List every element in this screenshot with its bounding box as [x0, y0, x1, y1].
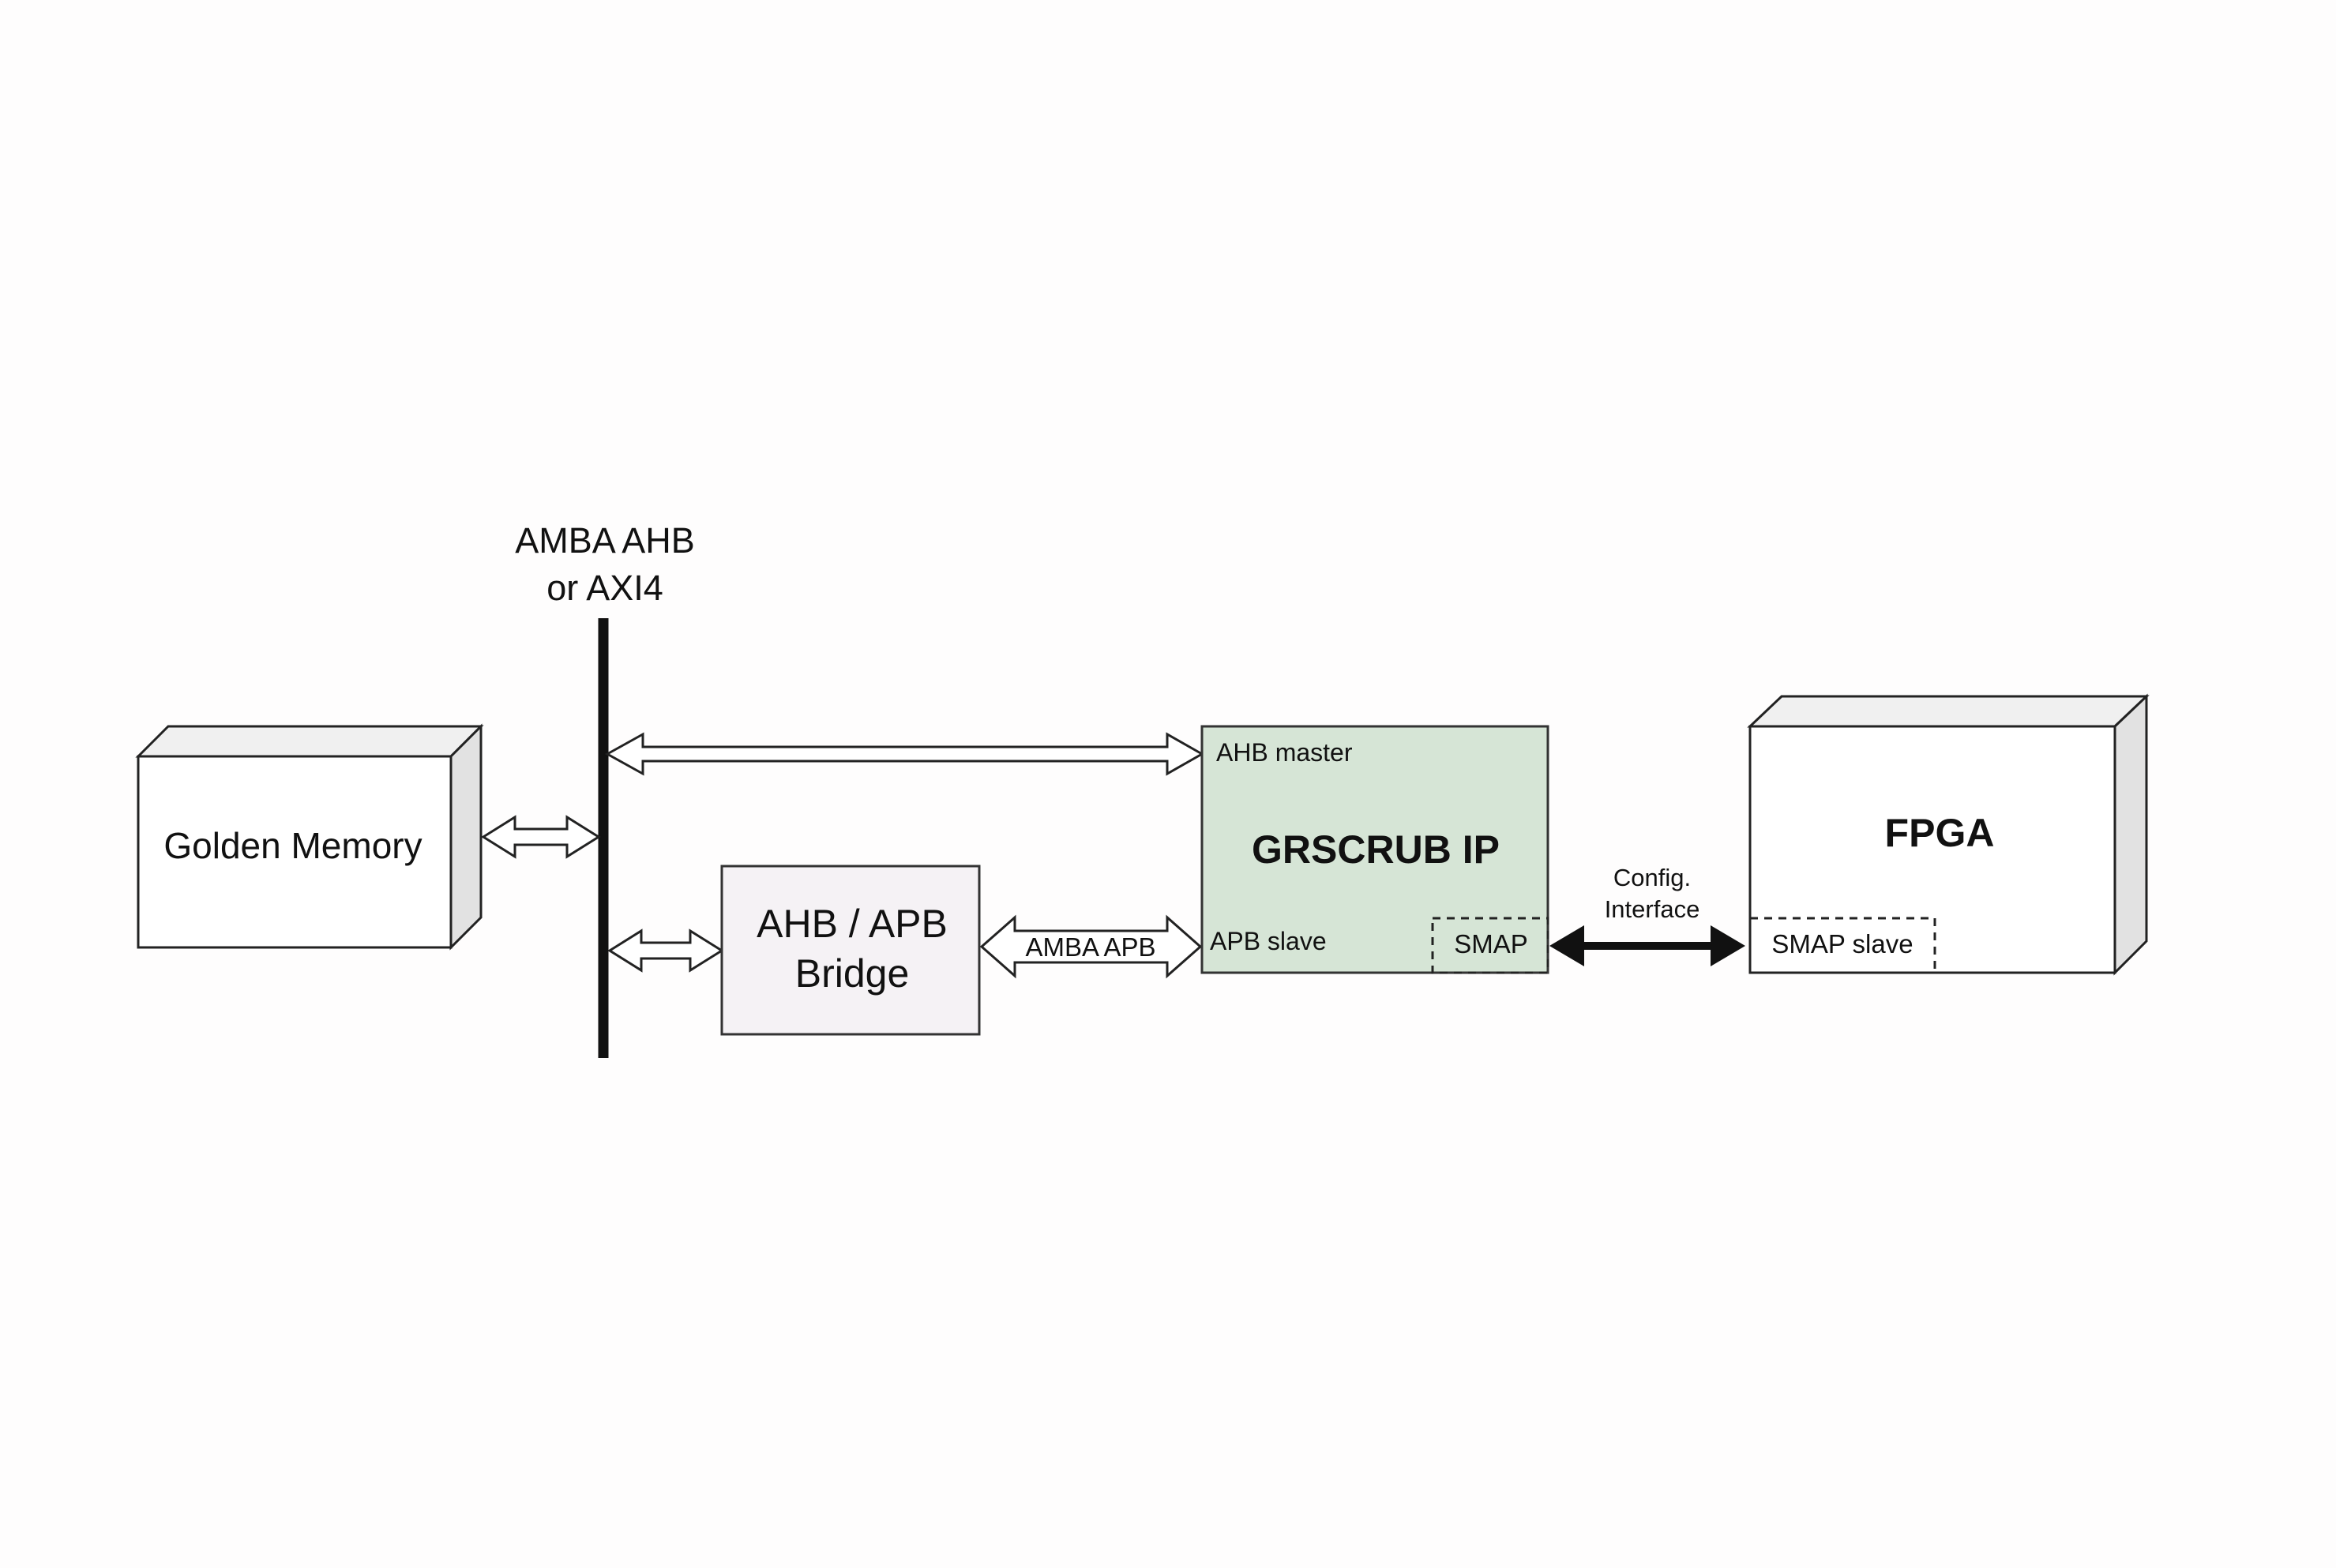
smap-port	[1431, 917, 1549, 974]
amba-apb-label: AMBA APB	[1025, 932, 1155, 962]
fpga-block: FPGA SMAP slave	[1747, 693, 2150, 976]
smap-slave-label: SMAP slave	[1771, 929, 1913, 958]
apb-slave-label: APB slave	[1210, 927, 1327, 955]
golden-memory-block: Golden Memory	[135, 723, 484, 951]
bus-label-line2: or AXI4	[546, 568, 663, 608]
smap-slave-port	[1748, 917, 1936, 974]
fpga-title: FPGA	[1885, 811, 1995, 855]
config-interface-label-line2: Interface	[1605, 895, 1700, 923]
bridge-label-line1: AHB / APB	[757, 902, 948, 946]
grscrub-box	[1200, 725, 1549, 974]
ahb-apb-bridge-block: AHB / APB Bridge	[720, 865, 981, 1036]
amba-apb-arrow	[979, 914, 1203, 979]
grscrub-title: GRSCRUB IP	[1252, 827, 1500, 872]
bus-label-line1: AMBA AHB	[515, 520, 695, 561]
golden-memory-label: Golden Memory	[163, 825, 422, 866]
memory-bus-arrow	[481, 815, 601, 859]
config-interface-label-line1: Config.	[1613, 864, 1691, 891]
config-interface-arrow	[1549, 925, 1745, 966]
smap-label: SMAP	[1454, 929, 1528, 958]
ahb-master-label: AHB master	[1216, 738, 1353, 767]
bridge-label-line2: Bridge	[795, 951, 910, 996]
grscrub-ip-block: AHB master GRSCRUB IP APB slave SMAP	[1200, 725, 1549, 974]
